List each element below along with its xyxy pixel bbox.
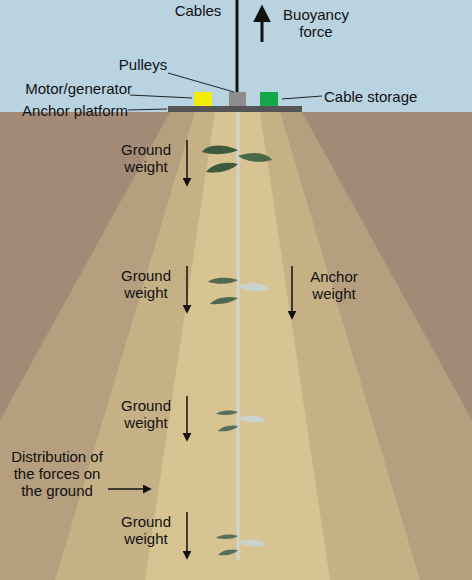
weight-label: Ground weight xyxy=(110,513,182,547)
part-label: Pulleys xyxy=(108,56,178,73)
cable xyxy=(236,0,239,94)
part-label: Cable storage xyxy=(324,88,444,105)
force-cone-middle xyxy=(55,112,420,580)
cable-storage-box xyxy=(260,92,278,106)
note-label: Distribution of the forces on the ground xyxy=(6,448,108,499)
part-label: Motor/generator xyxy=(4,80,132,97)
force-label: Buoyancy force xyxy=(276,6,356,40)
anchor-shaft xyxy=(237,112,240,560)
cable-label: Cables xyxy=(168,2,228,19)
weight-label: Ground weight xyxy=(110,141,182,175)
leader-line xyxy=(130,95,192,98)
weight-label: Ground weight xyxy=(110,267,182,301)
weight-arrows xyxy=(108,140,292,558)
anchor-platform xyxy=(168,106,302,112)
force-cone-inner xyxy=(145,112,330,580)
helical-plates xyxy=(202,146,272,556)
leader-line xyxy=(282,96,322,99)
force-cone-outer xyxy=(0,112,472,580)
leader-line xyxy=(168,73,234,92)
weight-label: Anchor weight xyxy=(298,268,370,302)
buoyancy-arrow xyxy=(261,8,264,42)
pulleys-box xyxy=(229,92,246,106)
weight-label: Ground weight xyxy=(110,397,182,431)
motor-generator-box xyxy=(194,92,212,106)
sky xyxy=(0,0,472,112)
ground xyxy=(0,112,472,580)
leader-line xyxy=(128,109,167,110)
part-label: Anchor platform xyxy=(4,102,128,119)
